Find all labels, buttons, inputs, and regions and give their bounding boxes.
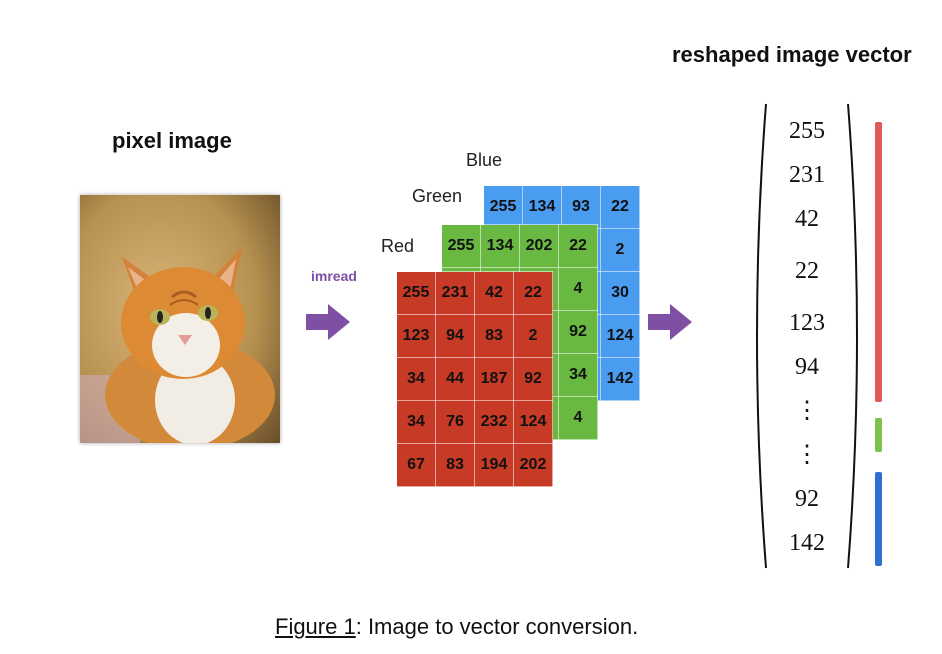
cat-illustration [80,195,280,450]
grid-cell: 255 [396,271,436,315]
caption-text: : Image to vector conversion. [355,614,639,639]
grid-cell: 124 [513,400,553,444]
figure-caption: Figure 1: Image to vector conversion. [275,614,638,640]
reshaped-vector-heading: reshaped image vector [672,42,912,67]
grid-cell: 2 [513,314,553,358]
vector-ellipsis: ⋮ [795,398,819,424]
grid-cell: 255 [441,224,481,268]
vector-value: 231 [789,162,825,188]
vector-value: 142 [789,530,825,556]
grid-cell: 94 [435,314,475,358]
grid-cell: 93 [561,185,601,229]
grid-cell: 22 [600,185,640,229]
grid-cell: 231 [435,271,475,315]
grid-cell: 92 [558,310,598,354]
grid-cell: 34 [558,353,598,397]
reshape-arrow [648,304,692,340]
red-segment-bar [875,122,882,402]
grid-cell: 22 [558,224,598,268]
vector-value: 255 [789,118,825,144]
grid-cell: 123 [396,314,436,358]
vector-value: 42 [795,206,819,232]
grid-cell: 255 [483,185,523,229]
grid-cell: 194 [474,443,514,487]
grid-cell: 2 [600,228,640,272]
grid-cell: 67 [396,443,436,487]
grid-cell: 44 [435,357,475,401]
grid-cell: 124 [600,314,640,358]
vector-value: 123 [789,310,825,336]
blue-segment-bar [875,472,882,566]
grid-cell: 34 [396,400,436,444]
grid-cell: 76 [435,400,475,444]
vector-parentheses [756,103,858,569]
red-channel-label: Red [381,236,415,256]
vector-value: 94 [795,354,819,380]
grid-cell: 92 [513,357,553,401]
grid-cell: 202 [513,443,553,487]
imread-label: imread [311,268,357,284]
grid-cell: 4 [558,267,598,311]
grid-cell: 232 [474,400,514,444]
green-segment-bar [875,418,882,452]
grid-cell: 30 [600,271,640,315]
grid-cell: 83 [474,314,514,358]
pixel-image-heading: pixel image [112,128,232,153]
green-channel-label: Green [412,186,463,206]
grid-cell: 134 [522,185,562,229]
grid-cell: 22 [513,271,553,315]
grid-cell: 134 [480,224,520,268]
figure-link[interactable]: Figure 1 [275,614,356,639]
grid-cell: 4 [558,396,598,440]
vector-ellipsis: ⋮ [795,442,819,468]
grid-cell: 142 [600,357,640,401]
vector-value: 92 [795,486,819,512]
grid-cell: 187 [474,357,514,401]
grid-cell: 34 [396,357,436,401]
grid-cell: 83 [435,443,475,487]
imread-arrow [306,304,350,340]
vector-value: 22 [795,258,819,284]
grid-cell: 42 [474,271,514,315]
grid-cell: 202 [519,224,559,268]
blue-channel-label: Blue [466,150,503,170]
cat-photo [80,195,280,450]
